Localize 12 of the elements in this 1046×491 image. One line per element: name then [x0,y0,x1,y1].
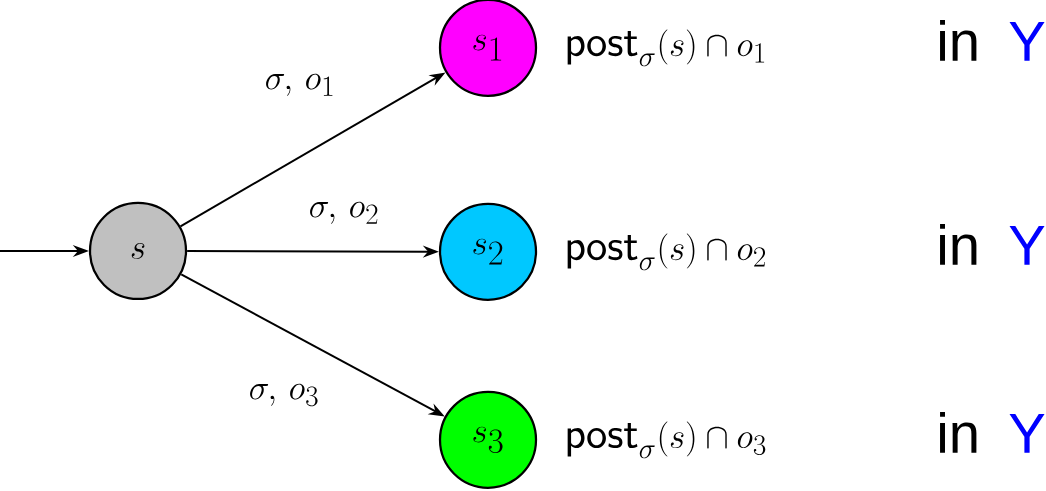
formula-label: $\mathsf{post}_{\sigma}(s)\cap o_2$ [567,233,766,271]
edge-label: $\sigma,\, o_3$ [247,382,321,408]
label: in [940,20,977,61]
label: in [940,224,977,265]
label: Y [1009,414,1045,453]
formula-label: $\mathsf{post}_{\sigma}(s)\cap o_1$ [567,29,765,67]
label: Y [1009,22,1045,61]
label: Y [1009,226,1045,265]
label: in [940,411,977,453]
edge-label: $\sigma,\, o_1$ [263,72,337,98]
edge-label: $\sigma,\, o_2$ [307,200,381,226]
formula-label: $\mathsf{post}_{\sigma}(s)\cap o_3$ [567,421,766,459]
